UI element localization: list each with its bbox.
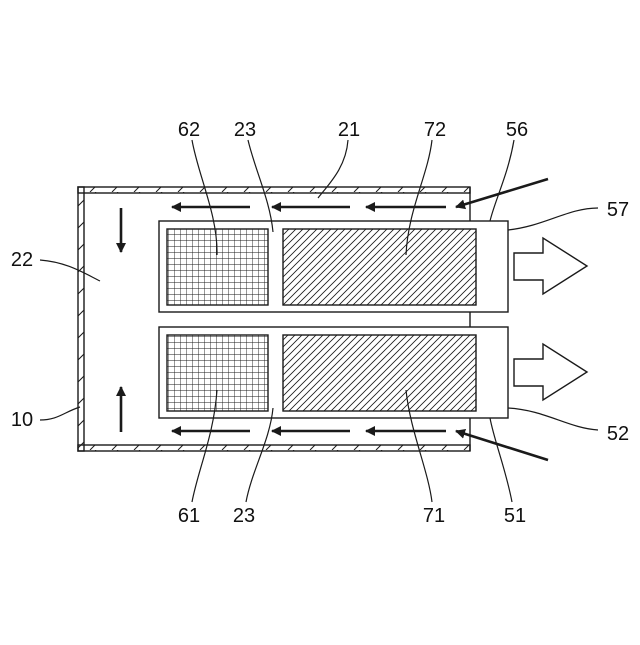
housing-top-wall: [78, 187, 470, 193]
label-23-top: 23: [234, 119, 256, 141]
lower-outlet-arrow: [514, 344, 587, 400]
lower-hatched-block: [283, 335, 476, 411]
reference-labels: 62 23 21 72 56 57 22 10 52 61 23 71 51: [11, 119, 629, 527]
leader-51: [490, 418, 512, 502]
leader-23-bottom: [246, 408, 273, 502]
label-10: 10: [11, 409, 33, 431]
label-71: 71: [423, 505, 445, 527]
leader-23-top: [248, 140, 273, 232]
label-61: 61: [178, 505, 200, 527]
leader-52: [508, 408, 598, 430]
upper-module: [159, 221, 508, 312]
upper-grid-block: [167, 229, 268, 305]
label-22: 22: [11, 249, 33, 271]
label-23-bottom: 23: [233, 505, 255, 527]
label-72: 72: [424, 119, 446, 141]
label-57: 57: [607, 199, 629, 221]
housing-bottom-wall: [78, 445, 470, 451]
upper-hatched-block: [283, 229, 476, 305]
label-56: 56: [506, 119, 528, 141]
leader-56: [490, 140, 514, 221]
lower-grid-block: [167, 335, 268, 411]
label-52: 52: [607, 423, 629, 445]
lower-module: [159, 327, 508, 418]
upper-outlet-arrow: [514, 238, 587, 294]
housing-left-wall: [78, 187, 84, 451]
label-62: 62: [178, 119, 200, 141]
leader-10: [40, 407, 80, 420]
leader-22: [40, 260, 100, 281]
label-51: 51: [504, 505, 526, 527]
label-21: 21: [338, 119, 360, 141]
leader-57: [508, 208, 598, 230]
